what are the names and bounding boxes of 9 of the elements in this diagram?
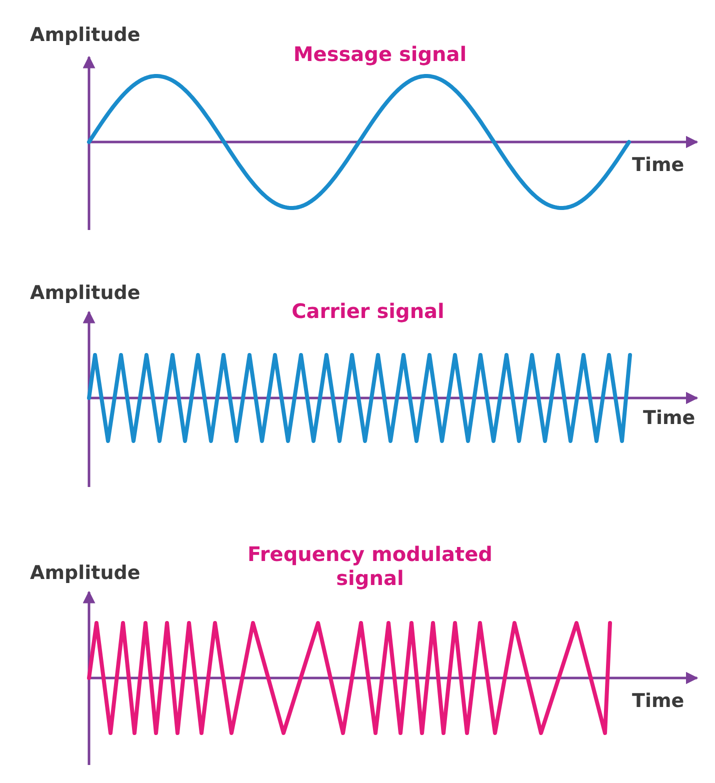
axis-label: Time [643, 407, 696, 429]
axis-label: Amplitude [30, 562, 140, 584]
axis-label: Amplitude [30, 282, 140, 304]
axis-label: Time [632, 690, 684, 712]
chart-title: Message signal [293, 42, 467, 66]
chart-title: Frequency modulated signal [246, 542, 494, 590]
axis-label: Time [632, 154, 684, 176]
chart-title: Carrier signal [292, 299, 444, 323]
axis-label: Amplitude [30, 24, 140, 46]
